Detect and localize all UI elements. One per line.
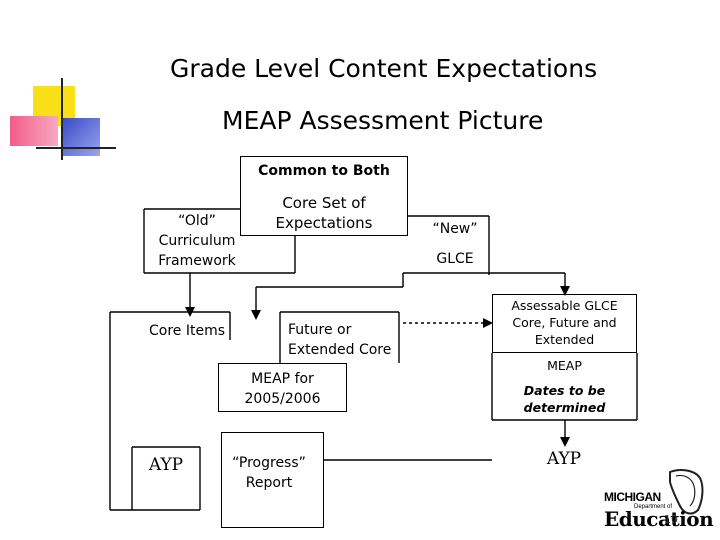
meap-2005-label-1: MEAP for bbox=[251, 371, 314, 387]
deco-horizontal-line bbox=[36, 147, 116, 149]
progress-label-1: “Progress” bbox=[232, 455, 306, 471]
common-to-both-label: Common to Both bbox=[258, 163, 390, 179]
core-items-label: Core Items bbox=[148, 323, 225, 339]
title-line-2: MEAP Assessment Picture bbox=[222, 106, 544, 135]
michigan-map-icon bbox=[669, 469, 704, 515]
deco-vertical-line bbox=[61, 78, 63, 160]
page-number: 10 bbox=[664, 513, 678, 526]
framework-label: Framework bbox=[158, 253, 236, 269]
glce-label: GLCE bbox=[436, 251, 474, 267]
old-label: “Old” bbox=[178, 213, 216, 229]
dates-label-1: Dates to be bbox=[523, 383, 606, 398]
title-line-1: Grade Level Content Expectations bbox=[170, 54, 598, 83]
core-set-label-2: Expectations bbox=[275, 214, 373, 232]
dates-label-2: determined bbox=[523, 400, 606, 415]
deco-blue-square bbox=[62, 118, 100, 156]
meap-2005-box bbox=[218, 363, 347, 412]
curriculum-label: Curriculum bbox=[158, 233, 236, 249]
meap-right-label: MEAP bbox=[547, 358, 582, 373]
ayp-right-label: AYP bbox=[546, 449, 582, 469]
progress-report-box bbox=[221, 432, 324, 528]
ayp-left-label: AYP bbox=[148, 455, 184, 475]
future-label-2: Extended Core bbox=[288, 342, 392, 358]
new-label: “New” bbox=[432, 221, 478, 237]
future-label-1: Future or bbox=[288, 322, 352, 338]
core-set-label-1: Core Set of bbox=[282, 194, 366, 212]
logo-department-text: Department of bbox=[634, 504, 673, 510]
assessable-label-3: Extended bbox=[534, 332, 595, 347]
logo-michigan-text: MICHIGAN bbox=[604, 490, 661, 504]
assessable-label-1: Assessable GLCE bbox=[511, 298, 618, 313]
logo-education-text: Education bbox=[604, 507, 714, 531]
meap-2005-label-2: 2005/2006 bbox=[244, 391, 321, 407]
assessable-label-2: Core, Future and bbox=[512, 315, 617, 330]
progress-label-2: Report bbox=[245, 475, 293, 491]
michigan-education-logo: MICHIGAN Department of Education bbox=[600, 466, 714, 532]
deco-red-bar bbox=[10, 116, 58, 146]
common-to-both-box bbox=[240, 156, 408, 236]
